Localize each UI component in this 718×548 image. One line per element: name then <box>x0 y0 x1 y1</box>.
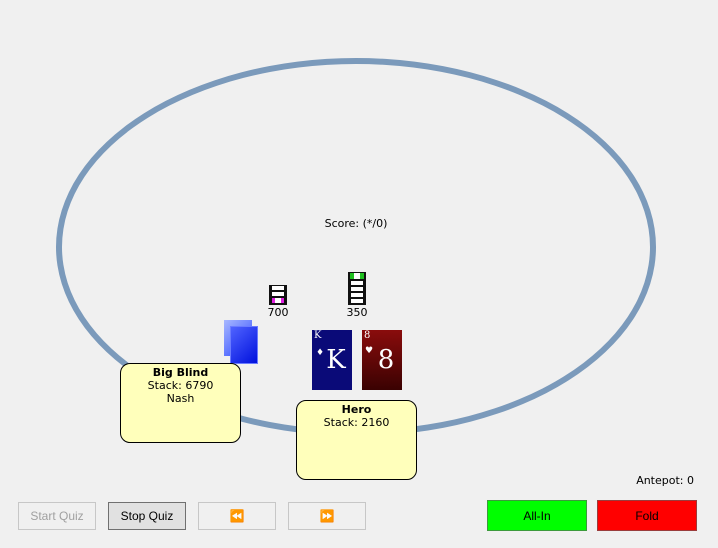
dealer-button-icon <box>224 320 258 364</box>
score-label: Score: (*/0) <box>324 217 388 230</box>
forward-icon: ⏩ <box>319 509 335 523</box>
stop-quiz-button[interactable]: Stop Quiz <box>108 502 186 530</box>
seat-name: Hero <box>341 403 372 416</box>
antepot-label: Antepot: 0 <box>636 474 694 487</box>
seat-hero: Hero Stack: 2160 <box>296 400 417 480</box>
bet-amount-big-blind: 700 <box>267 306 289 319</box>
start-quiz-button[interactable]: Start Quiz <box>18 502 96 530</box>
hero-card-2: 8 ♥ 8 <box>362 330 402 390</box>
rewind-button[interactable]: ⏪ <box>198 502 276 530</box>
seat-strategy: Nash <box>166 392 195 405</box>
chip-stack-hero-icon <box>348 272 366 305</box>
card-rank: 8 <box>377 345 395 375</box>
seat-big-blind: Big Blind Stack: 6790 Nash <box>120 363 241 443</box>
seat-stack: Stack: 6790 <box>147 379 214 392</box>
all-in-button[interactable]: All-In <box>487 500 587 531</box>
seat-name: Big Blind <box>152 366 209 379</box>
rewind-icon: ⏪ <box>229 509 245 523</box>
seat-stack: Stack: 2160 <box>323 416 390 429</box>
bet-amount-hero: 350 <box>346 306 368 319</box>
heart-suit-icon: ♥ <box>365 346 374 356</box>
diamond-suit-icon: ♦ <box>316 348 325 358</box>
card-rank: K <box>326 345 346 375</box>
chip-stack-big-blind-icon <box>269 285 287 305</box>
hero-card-1: K ♦ K <box>312 330 352 390</box>
forward-button[interactable]: ⏩ <box>288 502 366 530</box>
fold-button[interactable]: Fold <box>597 500 697 531</box>
card-corner-rank: 8 <box>364 330 371 341</box>
card-corner-rank: K <box>314 330 322 341</box>
